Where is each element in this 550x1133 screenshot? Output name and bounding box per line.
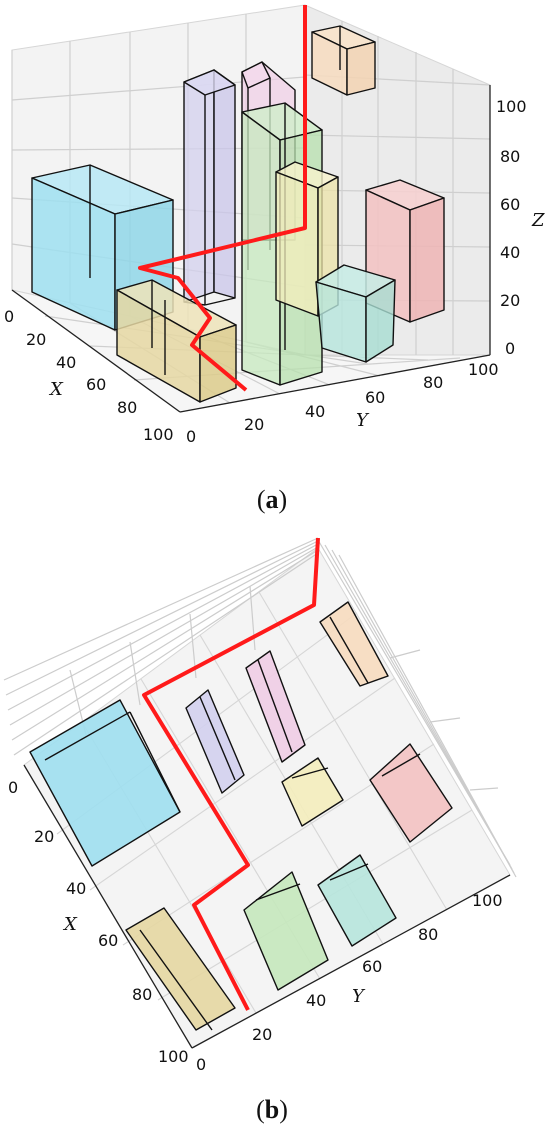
b-box-lavender [185,689,245,794]
panel-b-x-label: X [62,914,78,935]
b-x-tick-0: 0 [8,778,18,797]
panel-b-axes [23,764,511,1049]
panel-a-z-ticks: 0 20 40 60 80 100 [496,97,527,358]
panel-b-y-label: Y [352,986,366,1007]
b-box-green [243,871,329,991]
b-box-khaki [125,907,236,1031]
a-y-tick-80: 80 [423,373,443,392]
a-x-tick-100: 100 [143,425,174,444]
b-x-tick-60: 60 [98,931,118,950]
panel-a-boxes [31,25,445,403]
b-box-cyan [29,699,181,867]
panel-b-boxes [29,601,453,1031]
panel-a-axes [11,85,491,413]
box-lavender [183,69,236,306]
a-z-tick-100: 100 [496,97,527,116]
a-z-tick-20: 20 [500,291,520,310]
panel-a-red-path [138,5,307,392]
a-x-tick-40: 40 [56,353,76,372]
panel-a-3d-plot: 0 20 40 60 80 100 0 20 40 60 80 100 0 20… [4,4,545,514]
a-z-tick-0: 0 [505,339,515,358]
b-x-tick-20: 20 [34,827,54,846]
b-x-tick-40: 40 [66,879,86,898]
b-y-tick-20: 20 [252,1025,272,1044]
a-y-tick-60: 60 [365,388,385,407]
b-x-tick-80: 80 [132,985,152,1004]
box-peach [311,25,376,96]
b-y-tick-60: 60 [362,957,382,976]
panel-b-caption: (b) [256,1095,288,1124]
b-box-rose [369,743,453,843]
b-box-teal [317,854,397,947]
b-box-pink [245,650,306,763]
panel-b-top-view-plot: 0 20 40 60 80 100 0 20 40 60 80 100 X Y … [3,537,517,1124]
box-teal [315,264,396,363]
b-box-peach [319,601,389,687]
panel-a-x-label: X [48,379,64,400]
panel-a-y-ticks: 0 20 40 60 80 100 [186,360,499,446]
a-z-tick-60: 60 [500,195,520,214]
a-y-tick-20: 20 [244,415,264,434]
a-y-tick-40: 40 [305,402,325,421]
a-z-tick-40: 40 [500,243,520,262]
a-z-tick-80: 80 [500,147,520,166]
panel-b-y-ticks: 0 20 40 60 80 100 [196,891,503,1074]
b-x-tick-100: 100 [158,1047,189,1066]
panel-a-z-label: Z [531,210,545,231]
panel-a-caption: (a) [257,485,287,514]
a-y-tick-0: 0 [186,427,196,446]
a-x-tick-80: 80 [117,398,137,417]
b-y-tick-0: 0 [196,1055,206,1074]
a-y-tick-100: 100 [468,360,499,379]
b-y-tick-100: 100 [472,891,503,910]
panel-b-x-ticks: 0 20 40 60 80 100 [8,778,189,1066]
panel-b-red-path [142,537,320,1011]
a-x-tick-20: 20 [26,330,46,349]
a-x-tick-0: 0 [4,307,14,326]
a-x-tick-60: 60 [86,375,106,394]
panel-a-y-label: Y [356,410,370,431]
b-y-tick-40: 40 [306,991,326,1010]
b-box-yellow [281,757,344,827]
panel-b-wall-grid [3,537,517,878]
b-y-tick-80: 80 [418,925,438,944]
panel-a-x-ticks: 0 20 40 60 80 100 [4,307,174,444]
